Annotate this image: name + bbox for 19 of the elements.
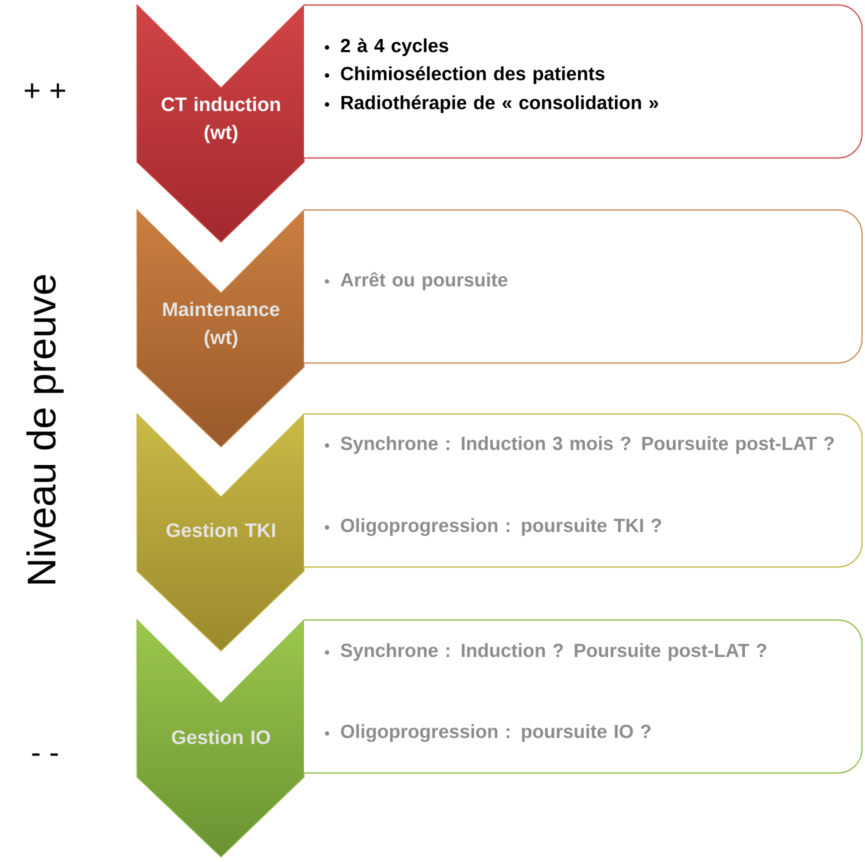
- bullet-text: Synchrone : Induction 3 mois ? Poursuite post-LAT ?: [340, 436, 834, 454]
- bullet-panel: [304, 413, 863, 568]
- level-sign: - -: [32, 753, 58, 756]
- bullet-text: Synchrone : Induction ? Poursuite post-LAT ?: [340, 643, 766, 661]
- bullet-text: 2 à 4 cycles: [340, 38, 448, 56]
- bullet-text: Oligoprogression : poursuite TKI ?: [341, 518, 662, 536]
- chevron-step: CT induction (wt): [136, 4, 304, 243]
- bullet-text: Oligoprogression : poursuite IO ?: [341, 724, 650, 742]
- axis-label: Niveau de preuve: [26, 275, 64, 584]
- level-sign: + +: [24, 83, 66, 98]
- chevron-step: Maintenance (wt): [136, 208, 304, 448]
- bullet-text: Chimiosélection des patients: [341, 66, 604, 84]
- bullet-text: Arrêt ou poursuite: [340, 272, 508, 290]
- chevron-step: Gestion TKI: [136, 412, 304, 652]
- bullet-panel: [304, 4, 863, 159]
- bullet-text: Radiothérapie de « consolidation »: [341, 95, 658, 114]
- bullet-panel: [304, 209, 863, 364]
- bullet-panel: [304, 619, 863, 774]
- chevron-step: Gestion IO: [136, 618, 304, 858]
